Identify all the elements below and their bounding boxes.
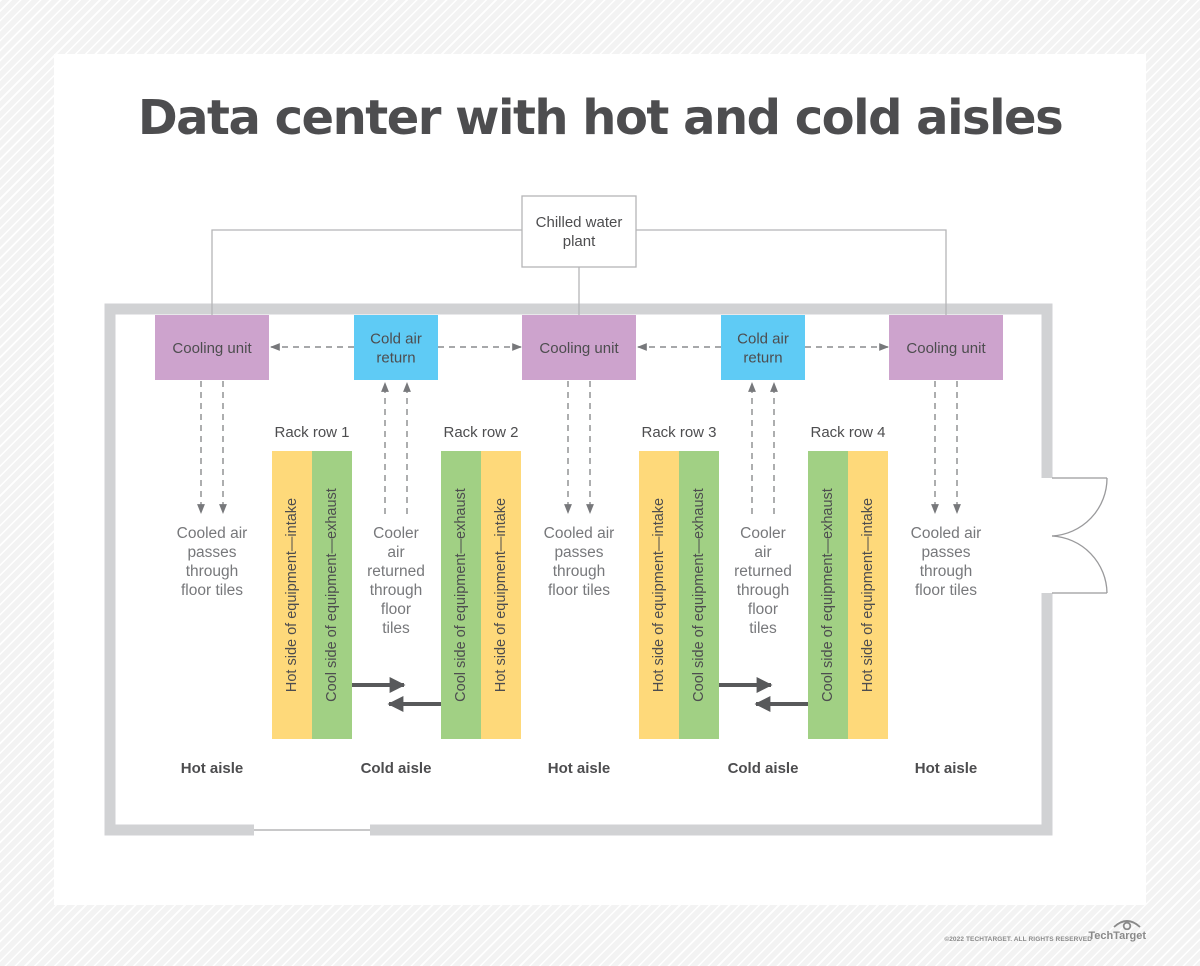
room-walls: [104, 303, 1053, 836]
unit-label: Cooling unit: [172, 340, 252, 357]
diagram-title: Data center with hot and cold aisles: [137, 90, 1064, 146]
unit-label: Cooling unit: [906, 340, 986, 357]
chilled-water-piping: [211, 229, 947, 315]
airflow-note-line: Cooled air: [544, 525, 615, 542]
cooling-unit: Cooling unit: [155, 315, 269, 380]
cooling-unit: Cooling unit: [889, 315, 1003, 380]
airflow-note-line: tiles: [382, 620, 410, 637]
cold-air-return-box: [721, 315, 805, 380]
hot-side-panel: [272, 451, 312, 739]
airflow-note: Cooled air passes through floor tiles: [177, 525, 248, 599]
cold-air-return: Cold air return: [721, 315, 805, 380]
airflow-note: Cooler air returned through floor tiles: [734, 525, 792, 637]
cool-side-label: Cool side of equipment—exhaust: [324, 488, 340, 702]
rack-row-label: Rack row 1: [274, 424, 349, 441]
airflow-note-line: floor tiles: [915, 582, 977, 599]
cold-air-return-box: [354, 315, 438, 380]
rack-row-label: Rack row 3: [641, 424, 716, 441]
airflow-note-line: floor tiles: [181, 582, 243, 599]
hot-side-panel: [639, 451, 679, 739]
airflow-note-line: passes: [921, 544, 970, 561]
airflow-note: Cooled air passes through floor tiles: [911, 525, 982, 599]
rack-row-label: Rack row 2: [443, 424, 518, 441]
airflow-note-line: Cooled air: [911, 525, 982, 542]
airflow-note-line: returned: [734, 563, 792, 580]
techtarget-logo: TechTarget: [1088, 930, 1146, 942]
airflow-note-line: passes: [554, 544, 603, 561]
unit-label: return: [376, 350, 415, 367]
chilled-water-plant-label-line-1: Chilled water: [536, 214, 623, 231]
unit-label: Cold air: [370, 331, 422, 348]
unit-label: return: [743, 350, 782, 367]
rack-row: Rack row 3 Hot side of equipment—intake Co…: [639, 424, 719, 739]
rack-row: Rack row 2 Cool side of equipment—exhaust…: [441, 424, 521, 739]
cool-side-panel: [441, 451, 481, 739]
airflow-note-line: through: [920, 563, 973, 580]
hot-side-label: Hot side of equipment—intake: [651, 498, 667, 692]
cool-side-label: Cool side of equipment—exhaust: [453, 488, 469, 702]
airflow-note-line: through: [737, 582, 790, 599]
cold-air-return: Cold air return: [354, 315, 438, 380]
hot-side-panel: [481, 451, 521, 739]
airflow-note-line: Cooled air: [177, 525, 248, 542]
airflow-note-line: through: [186, 563, 239, 580]
airflow-note: Cooled air passes through floor tiles: [544, 525, 615, 599]
unit-label: Cooling unit: [539, 340, 619, 357]
cold-aisle-label: Cold aisle: [361, 760, 432, 777]
airflow-note-line: air: [754, 544, 771, 561]
wall-outline: [104, 303, 1053, 836]
chilled-water-plant: Chilled water plant: [521, 195, 637, 268]
airflow-note-line: floor: [748, 601, 778, 618]
airflow-note-line: floor: [381, 601, 411, 618]
airflow-note-line: Cooler: [373, 525, 419, 542]
airflow-note-line: Cooler: [740, 525, 786, 542]
hot-aisle-label: Hot aisle: [915, 760, 978, 777]
airflow-note-line: floor tiles: [548, 582, 610, 599]
airflow-note-line: tiles: [749, 620, 777, 637]
cooling-unit-box: [155, 315, 269, 380]
hot-side-label: Hot side of equipment—intake: [284, 498, 300, 692]
airflow-note-line: returned: [367, 563, 425, 580]
copyright-notice: ©2022 TECHTARGET. ALL RIGHTS RESERVED: [944, 936, 1092, 943]
rack-row: Rack row 4 Cool side of equipment—exhaust…: [808, 424, 888, 739]
chilled-water-plant-label-line-2: plant: [563, 233, 596, 250]
airflow-note: Cooler air returned through floor tiles: [367, 525, 425, 637]
cool-side-panel: [808, 451, 848, 739]
cool-side-label: Cool side of equipment—exhaust: [820, 488, 836, 702]
cool-side-panel: [312, 451, 352, 739]
airflow-note-line: through: [370, 582, 423, 599]
double-door: [1051, 477, 1108, 594]
hot-aisle-label: Hot aisle: [181, 760, 244, 777]
cooling-unit-box: [889, 315, 1003, 380]
hot-side-label: Hot side of equipment—intake: [860, 498, 876, 692]
rack-row-label: Rack row 4: [810, 424, 885, 441]
airflow-note-line: passes: [187, 544, 236, 561]
cool-side-panel: [679, 451, 719, 739]
unit-label: Cold air: [737, 331, 789, 348]
cooling-unit-box: [522, 315, 636, 380]
cooling-unit: Cooling unit: [522, 315, 636, 380]
hot-side-label: Hot side of equipment—intake: [493, 498, 509, 692]
rack-row: Rack row 1 Hot side of equipment—intake Co…: [272, 424, 352, 739]
hot-side-panel: [848, 451, 888, 739]
techtarget-eye-icon: [1113, 920, 1141, 930]
airflow-note-line: through: [553, 563, 606, 580]
cool-side-label: Cool side of equipment—exhaust: [691, 488, 707, 702]
airflow-note-line: air: [387, 544, 404, 561]
cold-aisle-label: Cold aisle: [728, 760, 799, 777]
hot-aisle-label: Hot aisle: [548, 760, 611, 777]
